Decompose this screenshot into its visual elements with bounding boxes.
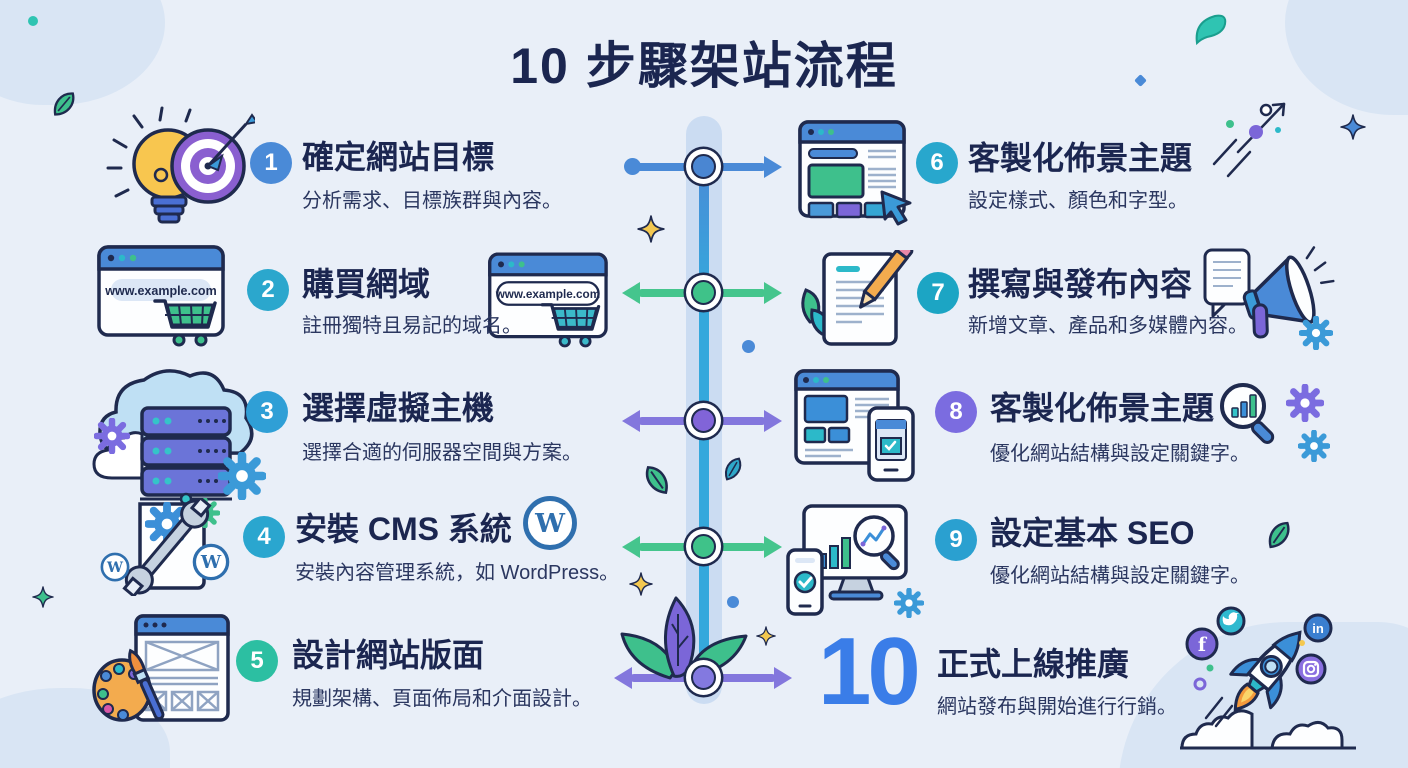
- yellow-sparkle-icon: [637, 215, 665, 243]
- step-desc: 註冊獨特且易記的域名。: [302, 315, 522, 337]
- leaf-cluster-icon: [620, 596, 748, 680]
- timeline-node-5: [691, 665, 716, 690]
- blue-dot: [727, 596, 739, 608]
- step-desc: 網站發布與開始進行行銷。: [937, 696, 1177, 718]
- step-desc: 新增文章、產品和多媒體內容。: [968, 315, 1248, 337]
- domain-label: www.example.com: [495, 288, 600, 301]
- timeline-node-3: [691, 408, 716, 433]
- palette-layout-icon: [92, 614, 230, 722]
- theme-browser-cursor-icon: [798, 120, 912, 226]
- instagram-icon: [1295, 653, 1327, 685]
- wordpress-logo-icon: [522, 495, 578, 551]
- step-number-badge: 4: [243, 516, 285, 558]
- step-title: 購買網域: [302, 266, 431, 302]
- linkedin-letters: in: [1312, 621, 1324, 636]
- step-title: 客製化佈景主題: [990, 390, 1215, 426]
- responsive-site-icon: [794, 369, 915, 482]
- step-desc: 選擇合適的伺服器空間與方案。: [302, 442, 582, 464]
- wrench-cms-icon: [100, 498, 230, 596]
- arrow-head-right-icon: [764, 536, 782, 558]
- step-title: 客製化佈景主題: [968, 140, 1193, 176]
- step-title: 安裝 CMS 系統: [295, 511, 512, 547]
- step-desc: 規劃架構、頁面佈局和介面設計。: [292, 688, 592, 710]
- step-number-badge: 5: [236, 640, 278, 682]
- blue-dot: [742, 340, 755, 353]
- step-number-large: 10: [818, 618, 921, 725]
- rocket-launch-social-icon: f in: [1180, 606, 1356, 750]
- cloud-server-icon: [92, 369, 267, 503]
- teal-dot: [28, 16, 38, 26]
- domain-label: www.example.com: [104, 284, 216, 298]
- leaf-icon: [1263, 517, 1295, 553]
- step-desc: 優化網站結構與設定關鍵字。: [990, 565, 1250, 587]
- step-number-badge: 3: [246, 391, 288, 433]
- timeline-node-4: [691, 534, 716, 559]
- step-desc: 設定樣式、顏色和字型。: [968, 190, 1188, 212]
- domain-cart-icon: www.example.com: [488, 252, 608, 348]
- step-number-badge: 2: [247, 269, 289, 311]
- megaphone-icon: [1203, 246, 1335, 352]
- twitter-bird-icon: [1222, 612, 1240, 626]
- document-pencil-icon: [801, 250, 914, 346]
- gears-icon: [1272, 384, 1334, 472]
- step-number-badge: 6: [916, 142, 958, 184]
- step-desc: 分析需求、目標族群與內容。: [302, 190, 562, 212]
- growth-arrow-doodle-icon: [1212, 102, 1286, 178]
- browser-cart-icon: www.example.com: [97, 245, 225, 347]
- teal-swirl-leaf-icon: [1195, 14, 1227, 46]
- step-number-badge: 8: [935, 391, 977, 433]
- step-number-badge: 7: [917, 272, 959, 314]
- arrow-head-right-icon: [764, 156, 782, 178]
- timeline-node-1: [691, 154, 716, 179]
- arrow-head-left-icon: [622, 410, 640, 432]
- arrow-head-left-icon: [622, 536, 640, 558]
- arrow-head-right-icon: [764, 282, 782, 304]
- seo-analytics-icon: [786, 504, 924, 622]
- step-number-badge: 1: [250, 142, 292, 184]
- step-title: 選擇虛擬主機: [302, 390, 495, 426]
- blue-sparkle-icon: [1340, 114, 1366, 140]
- step-desc: 優化網站結構與設定關鍵字。: [990, 443, 1250, 465]
- arrow-head-left-icon: [622, 282, 640, 304]
- arrow-head-right-icon: [764, 410, 782, 432]
- step-title: 設計網站版面: [292, 637, 485, 673]
- step-title: 確定網站目標: [302, 139, 495, 175]
- green-sparkle-icon: [32, 586, 54, 608]
- step-number-badge: 9: [935, 519, 977, 561]
- step-title: 撰寫與發布內容: [968, 266, 1193, 302]
- page-title: 10 步驟架站流程: [510, 38, 898, 94]
- timeline-node-2: [691, 280, 716, 305]
- step-title: 正式上線推廣: [937, 646, 1130, 682]
- magnifier-chart-icon: [1220, 383, 1275, 444]
- lightbulb-target-icon: [106, 106, 255, 224]
- step-title: 設定基本 SEO: [990, 515, 1195, 551]
- arrow-head-left-icon: [614, 667, 632, 689]
- leaf-icon: [640, 461, 674, 499]
- step-desc: 安裝內容管理系統，如 WordPress。: [295, 562, 620, 584]
- facebook-letter: f: [1198, 634, 1208, 656]
- arrow-head-right-icon: [774, 667, 792, 689]
